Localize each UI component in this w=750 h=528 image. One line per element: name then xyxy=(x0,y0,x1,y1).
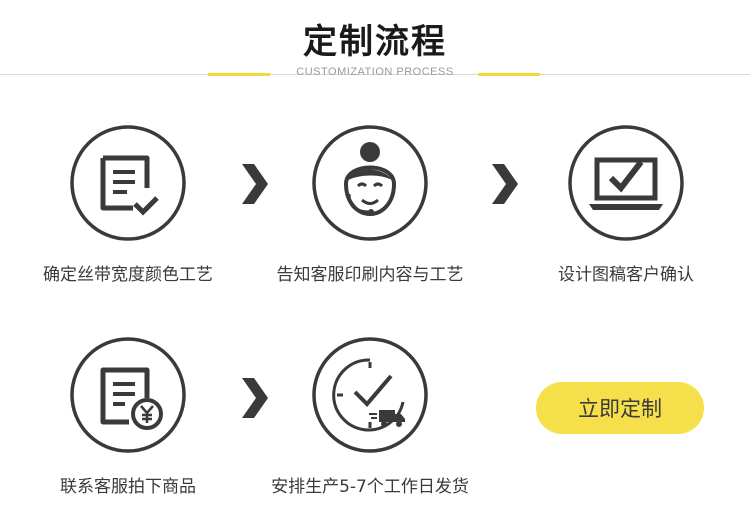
customize-now-button[interactable]: 立即定制 xyxy=(536,382,704,434)
step-3: 设计图稿客户确认 xyxy=(526,124,726,285)
step-3-label: 设计图稿客户确认 xyxy=(558,265,694,285)
document-check-icon xyxy=(70,125,186,241)
chevron-right-icon xyxy=(238,162,272,210)
step-1-label: 确定丝带宽度颜色工艺 xyxy=(43,265,213,285)
step-2: 告知客服印刷内容与工艺 xyxy=(270,124,470,285)
chevron-right-icon xyxy=(238,376,272,424)
step-2-label: 告知客服印刷内容与工艺 xyxy=(276,265,464,285)
step-1: 确定丝带宽度颜色工艺 xyxy=(28,124,228,285)
step-5-label: 安排生产5-7个工作日发货 xyxy=(271,477,469,497)
accent-bar-left xyxy=(208,73,270,76)
divider-line xyxy=(0,74,750,75)
clock-delivery-icon xyxy=(312,337,428,453)
step-5: 安排生产5-7个工作日发货 xyxy=(270,336,470,497)
chevron-right-icon xyxy=(488,162,522,210)
laptop-check-icon xyxy=(568,125,684,241)
customer-service-icon xyxy=(312,125,428,241)
page-title: 定制流程 xyxy=(303,22,447,62)
accent-bar-right xyxy=(478,73,540,76)
step-4-label: 联系客服拍下商品 xyxy=(60,477,196,497)
page-subtitle: CUSTOMIZATION PROCESS xyxy=(296,66,454,78)
step-4: 联系客服拍下商品 xyxy=(28,336,228,497)
invoice-yen-icon xyxy=(70,337,186,453)
